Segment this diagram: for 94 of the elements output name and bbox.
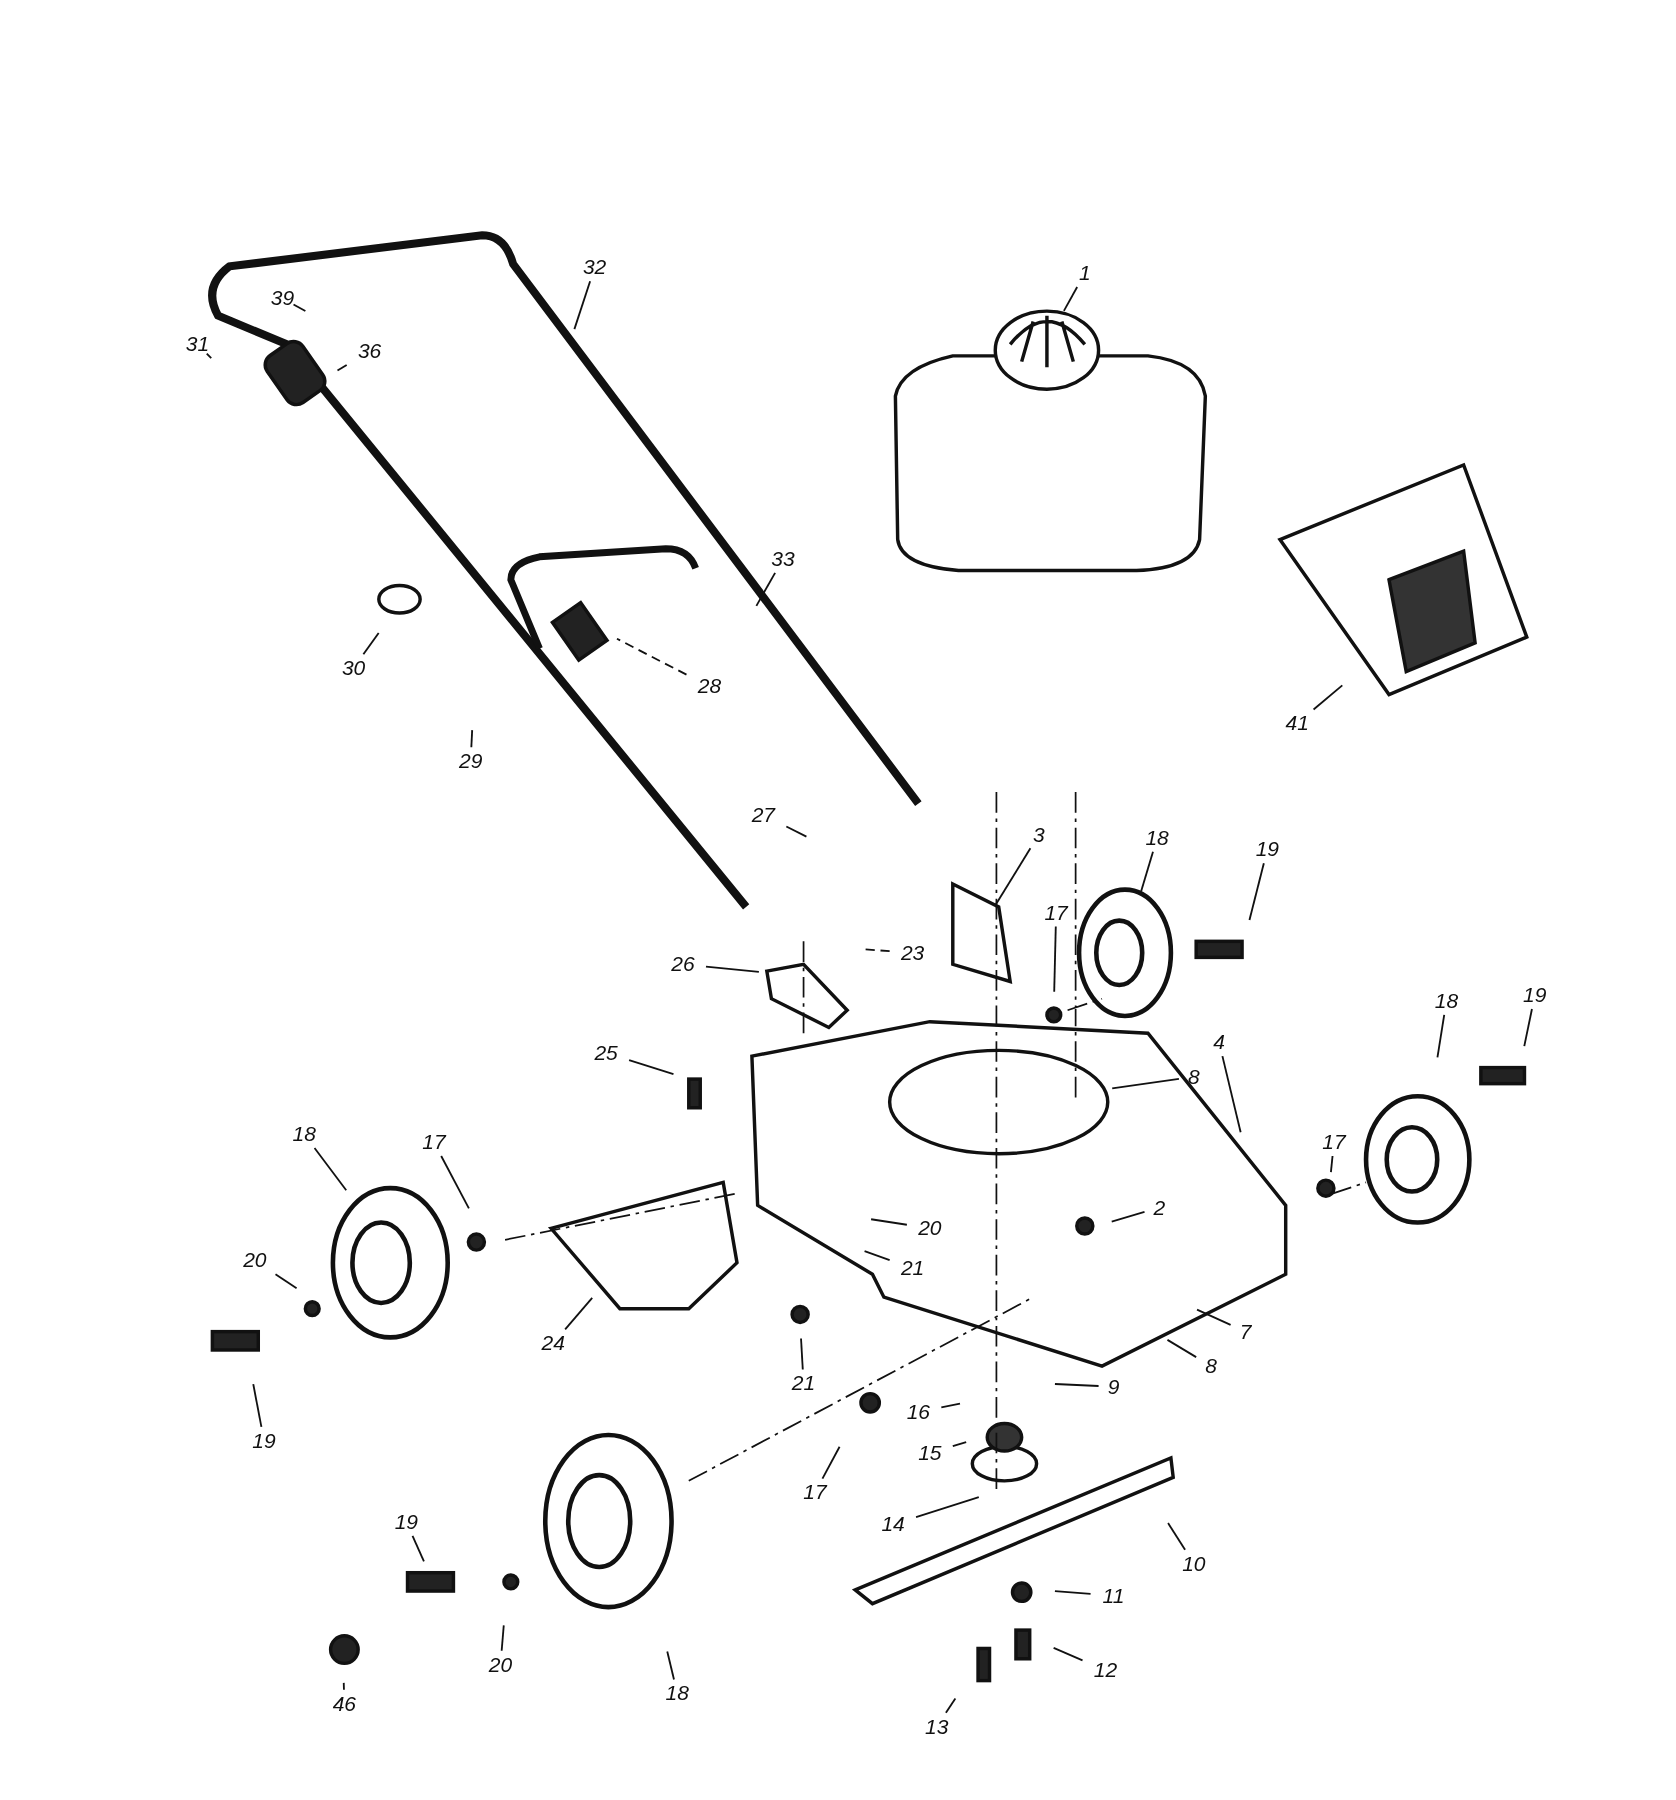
callout-number: 20 — [240, 1248, 270, 1273]
leader-line — [1063, 286, 1079, 312]
callout-number: 19 — [1520, 983, 1550, 1008]
leader-line — [336, 364, 348, 372]
callout-number: 20 — [915, 1216, 945, 1241]
leader-line — [1166, 1339, 1198, 1359]
callout-number: 18 — [289, 1122, 319, 1147]
leader-line — [755, 571, 776, 607]
callout-number: 14 — [878, 1512, 908, 1537]
leader-line — [821, 1445, 841, 1480]
callout-number: 15 — [915, 1441, 945, 1466]
leader-line — [1110, 1211, 1146, 1223]
leader-line — [705, 965, 760, 973]
leader-line — [500, 1624, 505, 1652]
callout-number: 29 — [456, 749, 486, 774]
callout-number: 23 — [897, 940, 928, 965]
leader-line — [951, 1441, 968, 1448]
callout-number: 41 — [1282, 711, 1312, 736]
leader-line — [1140, 850, 1154, 893]
callout-number: 8 — [1202, 1354, 1220, 1379]
callout-number: 10 — [1179, 1551, 1209, 1576]
leader-line — [1523, 1008, 1533, 1048]
callout-number: 19 — [249, 1428, 279, 1453]
callout-number: 18 — [1142, 826, 1172, 850]
callout-number: 16 — [903, 1399, 933, 1424]
callout-number: 7 — [1236, 1319, 1255, 1344]
callout-number: 2 — [1150, 1195, 1169, 1220]
callout-number: 30 — [338, 656, 369, 681]
leader-line — [994, 847, 1032, 906]
leader-line — [800, 1337, 804, 1371]
callout-number: 39 — [267, 286, 298, 311]
callout-number: 12 — [1090, 1658, 1121, 1683]
leader-line — [205, 352, 213, 360]
callout-number: 17 — [419, 1130, 449, 1155]
leader-line — [1053, 925, 1057, 993]
leader-line — [342, 1681, 345, 1691]
callout-number: 19 — [1252, 837, 1282, 862]
leader-line — [870, 1218, 908, 1226]
leader-line — [666, 1650, 675, 1681]
leader-line — [1167, 1522, 1186, 1551]
leader-line — [863, 1250, 891, 1262]
callout-number: 17 — [800, 1480, 830, 1505]
callout-number: 24 — [538, 1331, 568, 1356]
leader-line — [274, 1273, 298, 1290]
callout-number: 36 — [354, 339, 385, 364]
callout-number: 4 — [1210, 1030, 1228, 1055]
leader-line — [1196, 1308, 1232, 1326]
callout-number: 33 — [768, 547, 798, 572]
callout-number: 3 — [1030, 822, 1048, 847]
callout-number: 8 — [1185, 1064, 1203, 1089]
leader-line — [252, 1383, 263, 1428]
callout-number: 21 — [897, 1256, 928, 1281]
leader-line — [1221, 1055, 1242, 1134]
callout-number: 46 — [329, 1691, 360, 1716]
leader-line — [292, 303, 307, 312]
leader-line — [1248, 862, 1265, 921]
leader-line — [1052, 1647, 1084, 1662]
callout-number: 9 — [1104, 1374, 1123, 1399]
callout-number: 27 — [748, 803, 779, 828]
leader-line — [1054, 1383, 1100, 1387]
leader-line — [440, 1155, 470, 1210]
callout-number: 18 — [1431, 989, 1462, 1013]
callout-number: 20 — [485, 1652, 516, 1677]
callout-number: 25 — [591, 1040, 621, 1065]
callout-number: 28 — [694, 674, 725, 699]
callout-number: 21 — [788, 1371, 819, 1396]
leader-line — [313, 1147, 348, 1192]
leader-line — [945, 1697, 957, 1714]
leader-line — [785, 825, 808, 838]
leader-line — [628, 1059, 675, 1076]
leader-line — [362, 632, 380, 656]
leader-line — [1111, 1077, 1180, 1090]
leader-line — [564, 1296, 594, 1331]
callout-number: 26 — [668, 952, 698, 977]
callout-number: 17 — [1041, 900, 1071, 925]
leader-line — [1312, 684, 1344, 711]
leader-line — [915, 1496, 980, 1519]
callout-number: 32 — [579, 255, 610, 280]
callout-number: 31 — [182, 332, 213, 357]
leader-line — [1436, 1013, 1446, 1059]
callout-number: 17 — [1319, 1130, 1349, 1155]
callout-number: 18 — [662, 1681, 692, 1706]
callout-number: 1 — [1075, 261, 1094, 286]
leader-line — [470, 729, 474, 749]
leader-line — [1330, 1155, 1334, 1174]
leader-line — [616, 637, 688, 676]
callout-number: 11 — [1099, 1583, 1128, 1608]
leader-line — [411, 1535, 425, 1563]
leader-line — [940, 1402, 961, 1409]
callout-number: 19 — [391, 1510, 422, 1535]
callout-number: 13 — [922, 1714, 952, 1739]
leader-line — [573, 280, 592, 331]
leader-line — [864, 948, 891, 953]
leader-line — [1054, 1590, 1092, 1595]
